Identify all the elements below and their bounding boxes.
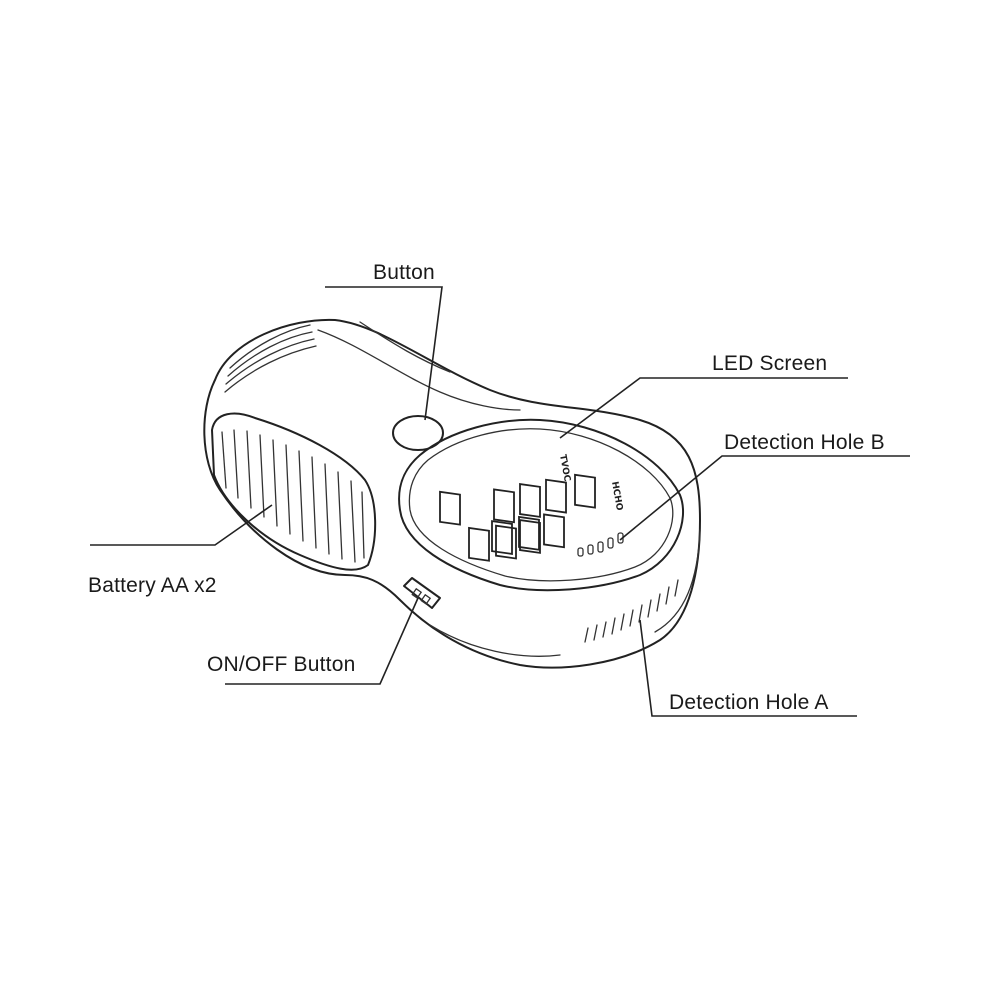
digit <box>439 490 461 526</box>
leader-line-battery <box>90 504 273 546</box>
callout-detection-hole-b: Detection Hole B <box>724 431 885 454</box>
on-off-switch[interactable] <box>403 577 441 609</box>
leader-line-led-screen <box>559 377 848 439</box>
callout-led-screen: LED Screen <box>712 352 827 375</box>
leader-line-button <box>325 286 443 421</box>
digit <box>545 478 567 514</box>
hcho-label: HCHO <box>609 481 624 512</box>
digit <box>519 519 541 554</box>
leader-line-detection-hole-b <box>619 455 910 541</box>
hcho-digits <box>439 473 596 526</box>
rear-vent-grille <box>224 324 317 393</box>
battery-grip-ribs <box>221 429 365 563</box>
digit <box>468 526 490 562</box>
callout-on-off-button: ON/OFF Button <box>207 653 355 676</box>
tvoc-label: TVOC <box>557 454 572 483</box>
digit <box>493 488 515 524</box>
callout-detection-hole-a: Detection Hole A <box>669 691 829 714</box>
detection-hole-a-vent <box>584 579 679 643</box>
callout-button: Button <box>373 261 435 284</box>
lower-digits <box>491 515 540 555</box>
leader-line-on-off <box>225 597 419 685</box>
led-screen-panel <box>398 418 685 592</box>
tvoc-digits <box>468 513 565 562</box>
battery-grip <box>211 412 377 571</box>
digit <box>495 524 517 560</box>
digit <box>491 520 513 555</box>
callout-battery: Battery AA x2 <box>88 574 217 597</box>
device-body <box>203 318 701 669</box>
digit <box>518 515 540 551</box>
digit <box>519 483 541 518</box>
detection-hole-b-indicators <box>577 532 624 557</box>
digit <box>574 473 596 509</box>
screen-digits <box>439 473 596 562</box>
function-button[interactable] <box>392 415 444 451</box>
leader-line-detection-hole-a <box>639 619 857 717</box>
digit <box>543 513 565 549</box>
